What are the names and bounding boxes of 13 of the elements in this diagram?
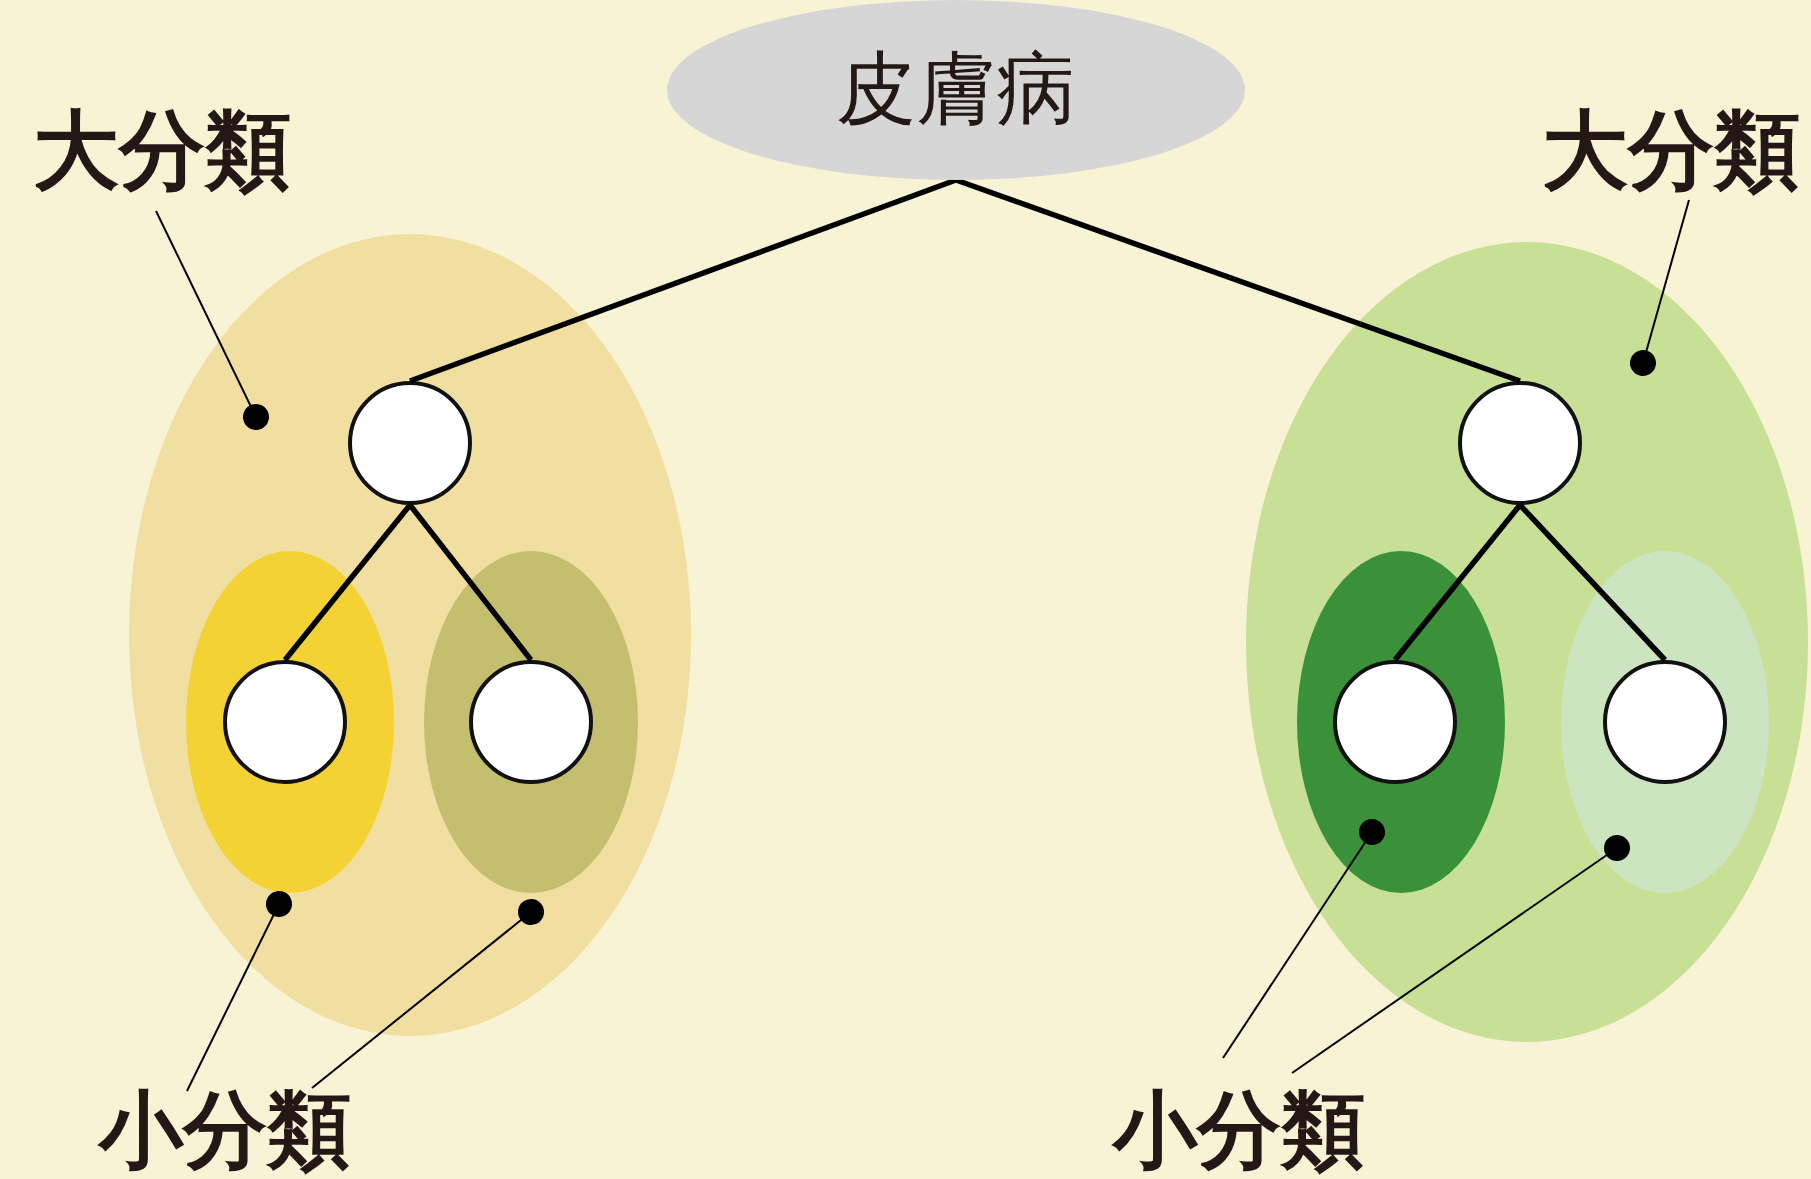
connector-line <box>1518 503 1667 662</box>
connector-line <box>407 503 534 662</box>
leader-line <box>1630 199 1690 376</box>
connector-line <box>955 177 1521 384</box>
leader-line <box>155 210 269 430</box>
leader-line <box>1291 835 1630 1074</box>
leader-line <box>186 891 292 1092</box>
connector-line <box>1392 503 1523 662</box>
connector-line <box>282 503 413 662</box>
leader-line <box>311 899 544 1089</box>
title-ellipse: 皮膚病 <box>667 0 1245 180</box>
leader-line <box>1222 819 1385 1059</box>
connector-line <box>409 177 957 384</box>
